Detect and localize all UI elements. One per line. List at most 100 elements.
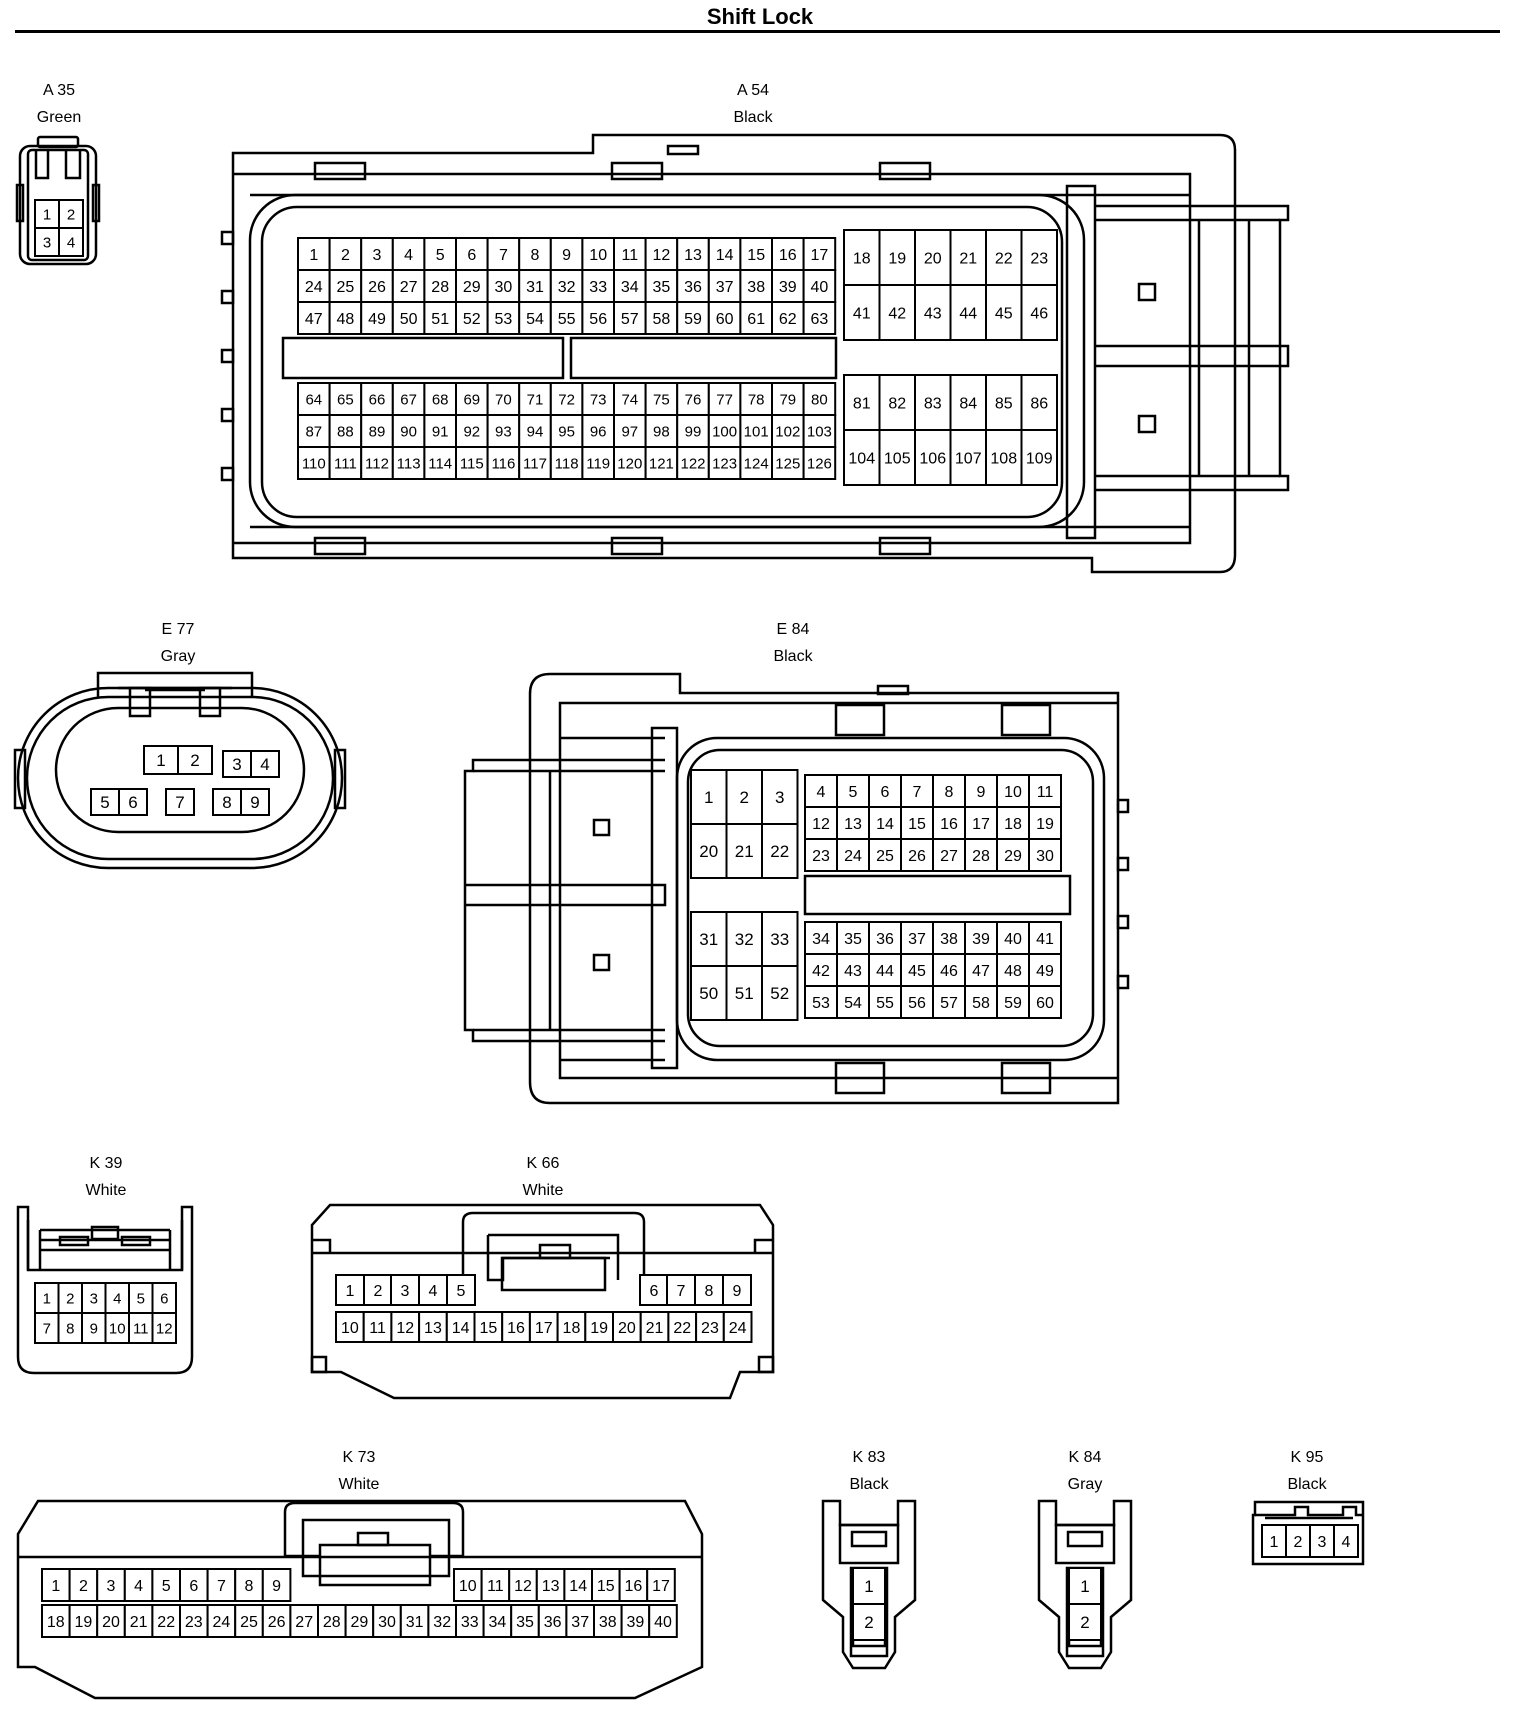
pin-cell xyxy=(510,1604,540,1638)
pin-cell xyxy=(261,1568,292,1602)
pin-number: 77 xyxy=(716,391,733,408)
connector-color: Black xyxy=(773,648,813,665)
pin-number: 26 xyxy=(368,279,386,296)
pin-cell xyxy=(335,1274,365,1306)
pin-cell xyxy=(612,1311,642,1343)
pin-number: 28 xyxy=(972,848,990,865)
pin-number: 1 xyxy=(346,1283,355,1300)
connector-id: K 66 xyxy=(526,1155,560,1172)
pin-number: 45 xyxy=(908,963,926,980)
pin-cell xyxy=(151,1604,181,1638)
pin-number: 11 xyxy=(1037,784,1054,801)
pin-number: 40 xyxy=(1004,931,1022,948)
pin-number: 10 xyxy=(589,247,607,264)
pin-cell xyxy=(453,1568,483,1602)
pin-number: 19 xyxy=(75,1614,93,1631)
pin-number: 37 xyxy=(908,931,926,948)
pin-number: 89 xyxy=(369,423,386,440)
pin-cell xyxy=(949,429,987,486)
pin-cell xyxy=(868,953,902,987)
pin-number: 20 xyxy=(618,1320,636,1337)
pin-cell xyxy=(985,374,1023,431)
connector-color: Gray xyxy=(160,648,196,665)
pin-number: 42 xyxy=(812,963,830,980)
pin-number: 31 xyxy=(526,279,544,296)
pin-cell xyxy=(694,1274,724,1306)
pin-cell xyxy=(852,1567,886,1605)
pin-number: 55 xyxy=(876,995,894,1012)
pin-number: 24 xyxy=(844,848,862,865)
connector-color: Black xyxy=(849,1476,889,1493)
pin-cell xyxy=(360,237,394,271)
pin-number: 37 xyxy=(571,1614,589,1631)
pin-number: 7 xyxy=(499,247,508,264)
pin-cell xyxy=(690,965,728,1021)
connector-e84-housing xyxy=(463,672,1130,1105)
pin-cell xyxy=(118,788,148,816)
pin-number: 103 xyxy=(807,423,832,440)
pin-cell xyxy=(206,1604,237,1638)
pin-number: 2 xyxy=(79,1578,88,1595)
pin-number: 1 xyxy=(51,1578,60,1595)
pin-number: 88 xyxy=(337,423,354,440)
pin-cell xyxy=(41,1568,71,1602)
pin-number: 4 xyxy=(67,234,75,251)
pin-cell xyxy=(868,985,902,1019)
pin-number: 6 xyxy=(467,247,476,264)
pin-number: 47 xyxy=(305,311,323,328)
pin-number: 28 xyxy=(323,1614,341,1631)
pin-number: 85 xyxy=(995,395,1013,412)
pin-number: 19 xyxy=(1036,816,1054,833)
pin-cell xyxy=(581,414,616,448)
pin-cell xyxy=(455,301,489,335)
pin-number: 25 xyxy=(240,1614,258,1631)
pin-cell xyxy=(761,911,799,967)
pin-cell xyxy=(328,269,363,303)
pin-number: 109 xyxy=(1026,450,1053,467)
pin-number: 99 xyxy=(685,423,702,440)
pin-cell xyxy=(518,446,552,480)
pin-number: 1 xyxy=(156,751,165,770)
pin-number: 38 xyxy=(940,931,958,948)
pin-number: 29 xyxy=(351,1614,369,1631)
pin-number: 119 xyxy=(586,455,610,472)
pin-number: 5 xyxy=(457,1283,466,1300)
pin-cell xyxy=(399,1604,430,1638)
pin-number: 64 xyxy=(305,391,322,408)
pin-cell xyxy=(455,269,489,303)
pin-cell xyxy=(123,1568,154,1602)
pin-cell xyxy=(391,269,426,303)
pin-cell xyxy=(535,1568,566,1602)
pin-number: 15 xyxy=(747,247,765,264)
pin-number: 35 xyxy=(844,931,862,948)
pin-cell xyxy=(1028,921,1062,955)
pin-number: 7 xyxy=(217,1578,226,1595)
pin-cell xyxy=(804,806,838,840)
pin-cell xyxy=(593,1604,623,1638)
pin-number: 24 xyxy=(213,1614,231,1631)
pin-cell xyxy=(1020,429,1058,486)
pin-number: 56 xyxy=(589,311,607,328)
pin-cell xyxy=(618,1568,649,1602)
pin-number: 60 xyxy=(1036,995,1054,1012)
pin-number: 5 xyxy=(849,784,858,801)
pin-cell xyxy=(725,823,763,879)
pin-cell xyxy=(455,446,489,480)
pin-number: 38 xyxy=(747,279,765,296)
pin-number: 22 xyxy=(157,1614,175,1631)
connector-label-k66: K 66 White xyxy=(473,1150,613,1204)
pin-number: 32 xyxy=(433,1614,451,1631)
pin-number: 21 xyxy=(130,1614,148,1631)
pin-cell xyxy=(843,374,881,431)
pin-number: 29 xyxy=(1004,848,1022,865)
pin-number: 34 xyxy=(621,279,639,296)
pin-number: 90 xyxy=(400,423,417,440)
pin-number: 101 xyxy=(744,423,769,440)
pin-cell xyxy=(613,414,647,448)
pin-cell xyxy=(722,1311,753,1343)
pin-number: 7 xyxy=(913,784,922,801)
pin-number: 13 xyxy=(542,1578,560,1595)
pin-number: 5 xyxy=(162,1578,171,1595)
pin-cell xyxy=(914,284,952,341)
pin-number: 3 xyxy=(1318,1534,1327,1551)
